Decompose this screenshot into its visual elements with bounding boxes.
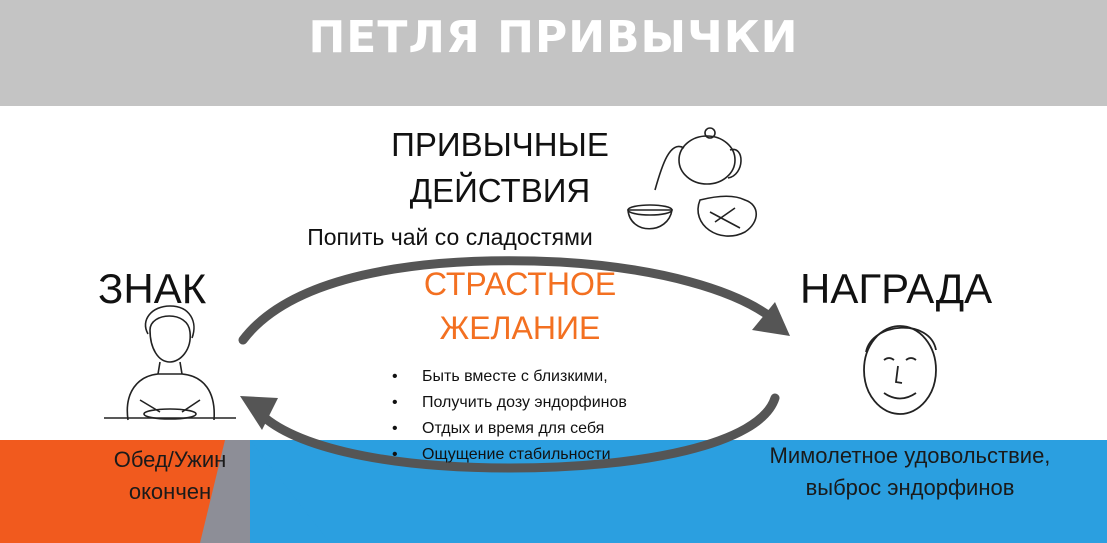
list-item: Отдых и время для себя bbox=[378, 416, 708, 442]
tea-sweets-icon bbox=[627, 127, 758, 237]
reward-description: Мимолетное удовольствие, выброс эндорфин… bbox=[769, 443, 1051, 500]
routine-title: ПРИВЫЧНЫЕ ДЕЙСТВИЯ bbox=[391, 126, 609, 209]
reward-title: НАГРАДА bbox=[800, 265, 993, 312]
craving-list: Быть вместе с близкими, Получить дозу эн… bbox=[378, 364, 708, 468]
list-item: Ощущение стабильности bbox=[378, 442, 708, 468]
cue-description: Обед/Ужин окончен bbox=[113, 447, 227, 504]
routine-example: Попить чай со сладостями bbox=[307, 224, 593, 250]
bottom-arrowhead bbox=[240, 396, 278, 430]
woman-eating-icon bbox=[104, 305, 236, 421]
top-arrowhead bbox=[752, 302, 790, 336]
top-arrow bbox=[238, 256, 777, 345]
craving-title: СТРАСТНОЕ ЖЕЛАНИЕ bbox=[423, 266, 617, 346]
page-title: ПЕТЛЯ ПРИВЫЧКИ bbox=[308, 12, 799, 63]
smiling-face-icon bbox=[863, 325, 937, 415]
header-bar: ПЕТЛЯ ПРИВЫЧКИ bbox=[0, 0, 1107, 106]
list-item: Получить дозу эндорфинов bbox=[378, 390, 708, 416]
cue-title: ЗНАК bbox=[98, 265, 207, 312]
list-item: Быть вместе с близкими, bbox=[378, 364, 708, 390]
